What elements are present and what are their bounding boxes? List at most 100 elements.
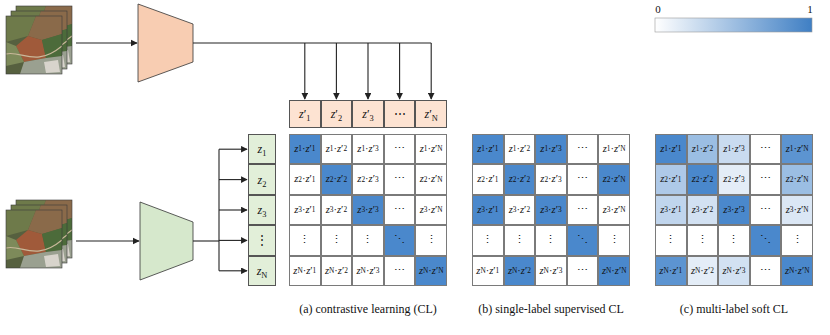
fan-out-arrow <box>367 43 368 99</box>
similarity-cell: ⋮ <box>535 225 567 255</box>
similarity-cell: zN·z′N <box>598 256 630 286</box>
similarity-cell: z3·z′3 <box>352 195 384 225</box>
embedding-label: z1 <box>258 143 267 155</box>
similarity-cell: ⋯ <box>750 195 782 225</box>
embedding-box: ⋯ <box>384 100 416 128</box>
similarity-cell: z1·z′2 <box>504 134 536 164</box>
similarity-cell: ⋯ <box>567 195 599 225</box>
similarity-cell: z3·z′2 <box>687 195 719 225</box>
similarity-cell: z1·z′1 <box>472 134 504 164</box>
similarity-cell: z3·z′3 <box>535 195 567 225</box>
colorbar <box>655 18 812 32</box>
similarity-cell: ⋮ <box>415 225 447 255</box>
similarity-cell: z3·z′3 <box>718 195 750 225</box>
similarity-cell: z1·z′2 <box>687 134 719 164</box>
input-arrow <box>76 42 137 43</box>
similarity-cell: zN·z′2 <box>321 256 353 286</box>
similarity-cell: z1·z′3 <box>352 134 384 164</box>
embedding-label: ⋯ <box>394 108 406 120</box>
similarity-cell: ⋯ <box>384 256 416 286</box>
similarity-cell: z1·z′1 <box>655 134 687 164</box>
similarity-cell: zN·z′3 <box>535 256 567 286</box>
embedding-label: z′N <box>425 108 438 120</box>
embedding-label: zN <box>257 265 268 277</box>
similarity-cell: zN·z′1 <box>289 256 321 286</box>
embedding-box: z′N <box>415 100 447 128</box>
similarity-cell: zN·z′3 <box>352 256 384 286</box>
similarity-cell: ⋮ <box>718 225 750 255</box>
panel-caption: (b) single-label supervised CL <box>447 300 655 318</box>
embedding-label: ⋮ <box>256 234 268 246</box>
similarity-cell: z1·z′N <box>781 134 813 164</box>
input-arrow <box>76 240 139 241</box>
similarity-cell: ⋮ <box>289 225 321 255</box>
similarity-cell: ⋮ <box>472 225 504 255</box>
similarity-cell: zN·z′N <box>415 256 447 286</box>
embedding-box: z3 <box>248 195 276 225</box>
similarity-cell: z1·z′3 <box>535 134 567 164</box>
similarity-cell: z3·z′1 <box>472 195 504 225</box>
similarity-cell: zN·z′1 <box>472 256 504 286</box>
similarity-cell: z2·z′1 <box>289 164 321 194</box>
similarity-cell: z3·z′1 <box>289 195 321 225</box>
similarity-cell: z3·z′N <box>598 195 630 225</box>
similarity-cell: z2·z′N <box>598 164 630 194</box>
embedding-box: z1 <box>248 134 276 164</box>
similarity-cell: z3·z′2 <box>321 195 353 225</box>
embedding-box: zN <box>248 256 276 286</box>
similarity-cell: z2·z′N <box>781 164 813 194</box>
similarity-cell: zN·z′N <box>781 256 813 286</box>
similarity-cell: z3·z′N <box>415 195 447 225</box>
embedding-box: z′1 <box>289 100 321 128</box>
similarity-cell: z2·z′N <box>415 164 447 194</box>
similarity-cell: ⋯ <box>384 164 416 194</box>
embedding-box: ⋮ <box>248 225 276 255</box>
satellite-image <box>6 210 62 268</box>
similarity-cell: ⋮ <box>655 225 687 255</box>
satellite-image-stack <box>6 6 72 74</box>
colorbar-tick: 0 <box>651 2 665 16</box>
fan-out-arrow <box>219 149 247 150</box>
similarity-cell: z3·z′2 <box>504 195 536 225</box>
similarity-cell: ⋯ <box>750 134 782 164</box>
similarity-cell: z2·z′1 <box>655 164 687 194</box>
similarity-cell: ⋯ <box>567 134 599 164</box>
similarity-cell: ⋱ <box>750 225 782 255</box>
similarity-cell: ⋯ <box>750 256 782 286</box>
embedding-label: z3 <box>258 204 267 216</box>
satellite-image <box>6 16 62 74</box>
fan-out-arrow <box>219 240 247 241</box>
similarity-cell: ⋯ <box>750 164 782 194</box>
similarity-cell: ⋮ <box>352 225 384 255</box>
fan-out-arrow <box>219 209 247 210</box>
satellite-image-stack <box>6 200 72 268</box>
embedding-box: z2 <box>248 164 276 194</box>
fan-out-arrow <box>399 43 400 99</box>
similarity-cell: z3·z′N <box>781 195 813 225</box>
encoder-trapezoid <box>138 4 193 82</box>
similarity-cell: z2·z′2 <box>687 164 719 194</box>
similarity-cell: zN·z′1 <box>655 256 687 286</box>
fan-out-arrow <box>219 179 247 180</box>
fan-out-arrow <box>304 43 305 99</box>
similarity-cell: z2·z′1 <box>472 164 504 194</box>
similarity-cell: zN·z′3 <box>718 256 750 286</box>
fan-out-arrow <box>193 42 431 43</box>
similarity-cell: ⋯ <box>384 134 416 164</box>
fan-out-arrow <box>193 240 219 241</box>
colorbar-tick: 1 <box>803 2 817 16</box>
similarity-cell: z2·z′3 <box>352 164 384 194</box>
panel-caption: (a) contrastive learning (CL) <box>264 300 472 318</box>
similarity-cell: z1·z′1 <box>289 134 321 164</box>
embedding-label: z2 <box>258 174 267 186</box>
similarity-cell: z1·z′3 <box>718 134 750 164</box>
similarity-cell: z2·z′3 <box>718 164 750 194</box>
similarity-cell: z2·z′3 <box>535 164 567 194</box>
similarity-cell: z2·z′2 <box>321 164 353 194</box>
similarity-cell: ⋮ <box>687 225 719 255</box>
similarity-cell: zN·z′2 <box>504 256 536 286</box>
embedding-box: z′3 <box>352 100 384 128</box>
similarity-cell: z1·z′N <box>598 134 630 164</box>
fan-out-arrow <box>431 43 432 99</box>
